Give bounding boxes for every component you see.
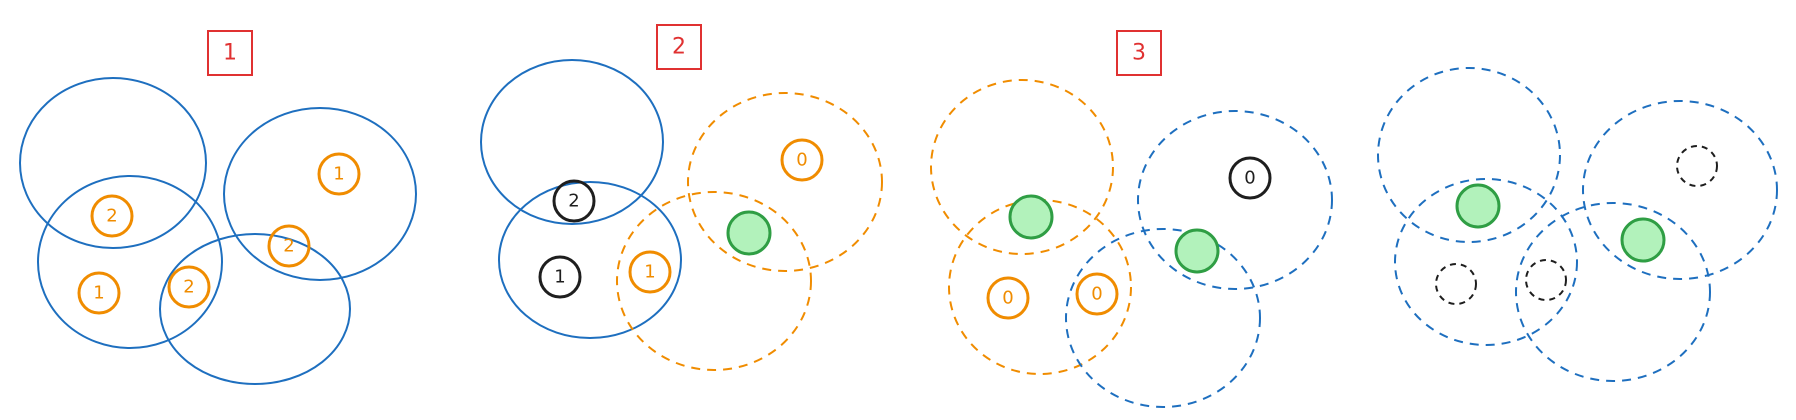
node-selected [1620, 217, 1666, 263]
cluster-ring-dashed [1515, 202, 1711, 382]
step-number: 1 [223, 41, 237, 66]
cluster-ring-dashed [930, 79, 1114, 255]
node-selected [726, 210, 772, 256]
cluster-ring [159, 233, 351, 385]
node: 2 [267, 224, 311, 268]
node-value: 1 [333, 164, 344, 185]
node-value: 2 [568, 191, 579, 212]
cluster-ring-dashed [616, 191, 812, 371]
node: 0 [1228, 156, 1272, 200]
panel-2: 2 1 1 0 [480, 59, 883, 371]
cluster-ring-dashed [687, 92, 883, 272]
node: 0 [986, 276, 1030, 320]
node-value: 1 [644, 262, 655, 283]
node-value: 0 [1091, 284, 1102, 305]
node-value: 0 [1244, 168, 1255, 189]
step-label-3: 3 [1116, 30, 1162, 76]
step-box [1116, 30, 1162, 76]
node-placeholder [1435, 263, 1477, 305]
node-value: 0 [796, 150, 807, 171]
cluster-ring [498, 181, 682, 339]
node-value: 1 [554, 267, 565, 288]
step-box [207, 30, 253, 76]
node-placeholder [1676, 145, 1718, 187]
panel-4 [1377, 67, 1778, 382]
panel-3: 0 0 0 [930, 79, 1333, 408]
node-value: 2 [183, 277, 194, 298]
node: 0 [780, 138, 824, 182]
node-selected [1008, 194, 1054, 240]
node-value: 2 [283, 236, 294, 257]
step-number: 2 [672, 35, 686, 60]
panel-1: 2 1 2 1 2 [19, 77, 417, 385]
node: 2 [167, 265, 211, 309]
node-placeholder [1525, 259, 1567, 301]
step-number: 3 [1132, 41, 1146, 66]
step-box [656, 24, 702, 70]
cluster-ring-dashed [1065, 228, 1261, 408]
node: 2 [552, 179, 596, 223]
step-label-1: 1 [207, 30, 253, 76]
node-value: 0 [1002, 288, 1013, 309]
node: 1 [317, 152, 361, 196]
node: 1 [628, 250, 672, 294]
cluster-ring-dashed [1582, 100, 1778, 280]
node: 0 [1075, 272, 1119, 316]
node-value: 2 [106, 206, 117, 227]
cluster-ring [223, 107, 417, 281]
node-value: 1 [93, 283, 104, 304]
cluster-ring-dashed [1394, 178, 1578, 346]
node: 1 [77, 271, 121, 315]
cluster-ring-dashed [1137, 110, 1333, 290]
cluster-ring [480, 59, 664, 225]
cluster-ring-dashed [1377, 67, 1561, 243]
node: 1 [538, 255, 582, 299]
node: 2 [90, 194, 134, 238]
cluster-ring [37, 175, 223, 349]
cluster-ring [19, 77, 207, 249]
node-selected [1174, 228, 1220, 274]
node-selected [1455, 183, 1501, 229]
step-label-2: 2 [656, 24, 702, 70]
